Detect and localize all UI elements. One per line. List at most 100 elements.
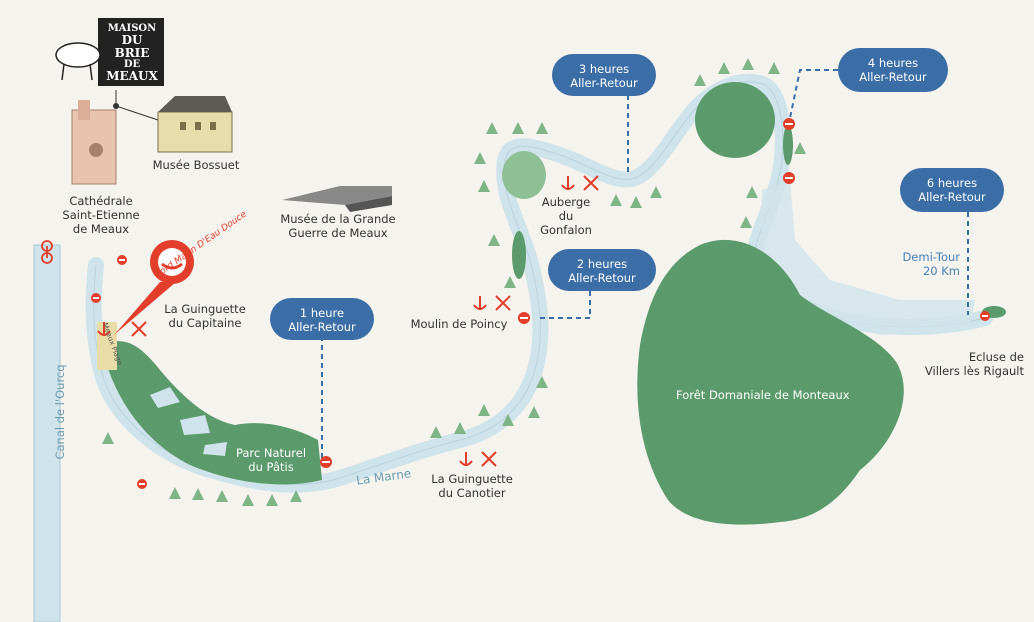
label-line: du Pâtis bbox=[248, 460, 294, 474]
tree-icon bbox=[474, 152, 486, 164]
label-line: La Guinguette bbox=[431, 472, 513, 486]
bubble-line: 2 heures bbox=[576, 257, 628, 271]
label-line: du Canotier bbox=[438, 486, 506, 500]
label-line: Gonfalon bbox=[540, 223, 592, 237]
label-line: Auberge bbox=[541, 195, 591, 209]
logo-line: MAISON bbox=[107, 23, 157, 34]
anchor-icon bbox=[459, 452, 473, 466]
tree-icon bbox=[694, 74, 706, 86]
canal-label: Canal de l'Ourcq bbox=[53, 364, 67, 460]
duration-bubble-4h: 4 heures Aller-Retour bbox=[838, 48, 948, 92]
tree-icon bbox=[504, 276, 516, 288]
cathedrale-icon bbox=[71, 100, 117, 185]
tree-icon bbox=[192, 488, 204, 500]
anchor-icon bbox=[97, 322, 111, 336]
bossuet-icon bbox=[157, 96, 233, 153]
tree-icon bbox=[488, 234, 500, 246]
no-entry-icon bbox=[320, 456, 332, 468]
musee-guerre-label: Musée de la Grande Guerre de Meaux bbox=[270, 212, 406, 240]
bubble-line: 1 heure bbox=[299, 306, 345, 320]
bubble-line: Aller-Retour bbox=[568, 271, 636, 285]
label-line: La Guinguette bbox=[164, 302, 246, 316]
label-line: Parc Naturel bbox=[235, 446, 307, 460]
bubble-line: Aller-Retour bbox=[859, 70, 927, 84]
tree-icon bbox=[242, 494, 254, 506]
bubble-line: 4 heures bbox=[867, 56, 919, 70]
logo-leader bbox=[115, 90, 159, 121]
tree-icon bbox=[502, 414, 514, 426]
duration-bubble-1h: 1 heure Aller-Retour bbox=[270, 298, 374, 340]
no-entry-icon bbox=[783, 118, 795, 130]
cow-icon bbox=[55, 42, 101, 81]
duration-bubble-6h: 6 heures Aller-Retour bbox=[900, 168, 1004, 212]
tree-icon bbox=[536, 122, 548, 134]
bubble-line: Aller-Retour bbox=[918, 190, 986, 204]
logo-box bbox=[98, 18, 164, 86]
island-monteaux bbox=[695, 82, 775, 158]
logo-line: DE bbox=[123, 59, 141, 70]
tree-icon bbox=[169, 487, 181, 499]
duration-bubble-3h: 3 heures Aller-Retour bbox=[552, 54, 656, 96]
tree-icon bbox=[740, 216, 752, 228]
musee-guerre-icon bbox=[282, 186, 392, 212]
guinguette-canotier-label: La Guinguette du Canotier bbox=[424, 472, 520, 500]
island-gonfalon bbox=[502, 151, 546, 199]
logo-text: MAISON DU BRIE DE MEAUX bbox=[104, 24, 160, 83]
label-line: Ecluse de bbox=[968, 350, 1024, 364]
tree-icon bbox=[216, 490, 228, 502]
no-entry-icon bbox=[783, 172, 795, 184]
tree-icon bbox=[610, 194, 622, 206]
island-east bbox=[783, 125, 793, 165]
tree-icon bbox=[746, 186, 758, 198]
no-entry-icon bbox=[980, 311, 990, 321]
logo-line: DU BRIE bbox=[114, 33, 150, 60]
tree-icon bbox=[266, 494, 278, 506]
fork-knife-icon bbox=[495, 295, 511, 311]
urban-area bbox=[760, 180, 975, 335]
bonus-sign-icon bbox=[114, 240, 194, 335]
tree-icon bbox=[742, 58, 754, 70]
parc-patis-label: Parc Naturel du Pâtis bbox=[226, 446, 316, 474]
no-entry-icon bbox=[518, 312, 530, 324]
moulin-label: Moulin de Poincy bbox=[410, 317, 508, 331]
anchor-icon bbox=[473, 296, 487, 310]
fork-knife-icon bbox=[583, 175, 599, 191]
label-line: Musée de la Grande bbox=[280, 212, 396, 226]
logo-leader-dot bbox=[113, 103, 119, 109]
tree-icon bbox=[454, 422, 466, 434]
parc-patis-area bbox=[102, 341, 322, 485]
dashed-connectors bbox=[321, 69, 969, 465]
no-entry-icon bbox=[91, 293, 101, 303]
label-line: de Meaux bbox=[72, 222, 130, 236]
tree-icon bbox=[536, 376, 548, 388]
tree-icon bbox=[650, 186, 662, 198]
label-line: du Capitaine bbox=[168, 316, 242, 330]
no-entry-markers bbox=[91, 118, 990, 489]
tree-icon bbox=[478, 180, 490, 192]
parc-lakes bbox=[150, 387, 227, 456]
bubble-line: 6 heures bbox=[926, 176, 978, 190]
ecluse-label: Ecluse de Villers lès Rigault bbox=[900, 350, 1024, 378]
trees bbox=[102, 58, 806, 506]
label-line: Cathédrale bbox=[69, 194, 133, 208]
label-line: du bbox=[558, 209, 574, 223]
tree-icon bbox=[478, 404, 490, 416]
tree-icon bbox=[512, 122, 524, 134]
tree-icon bbox=[430, 426, 442, 438]
bubble-line: 3 heures bbox=[578, 62, 630, 76]
auberge-label: Auberge du Gonfalon bbox=[540, 195, 592, 237]
cathedrale-label: Cathédrale Saint-Etienne de Meaux bbox=[58, 194, 144, 236]
bicycle-icon bbox=[41, 240, 53, 264]
tree-icon bbox=[768, 62, 780, 74]
duration-bubble-2h: 2 heures Aller-Retour bbox=[548, 249, 656, 291]
turnaround-label: Demi-Tour 20 Km bbox=[876, 250, 960, 278]
tree-icon bbox=[718, 62, 730, 74]
tree-icon bbox=[630, 196, 642, 208]
logo-line: MEAUX bbox=[106, 69, 158, 83]
label-line: Demi-Tour bbox=[902, 250, 960, 264]
bossuet-label: Musée Bossuet bbox=[152, 158, 240, 172]
foret-label: Forêt Domaniale de Monteaux bbox=[676, 388, 850, 402]
label-line: Saint-Etienne bbox=[62, 208, 140, 222]
tree-icon bbox=[528, 406, 540, 418]
